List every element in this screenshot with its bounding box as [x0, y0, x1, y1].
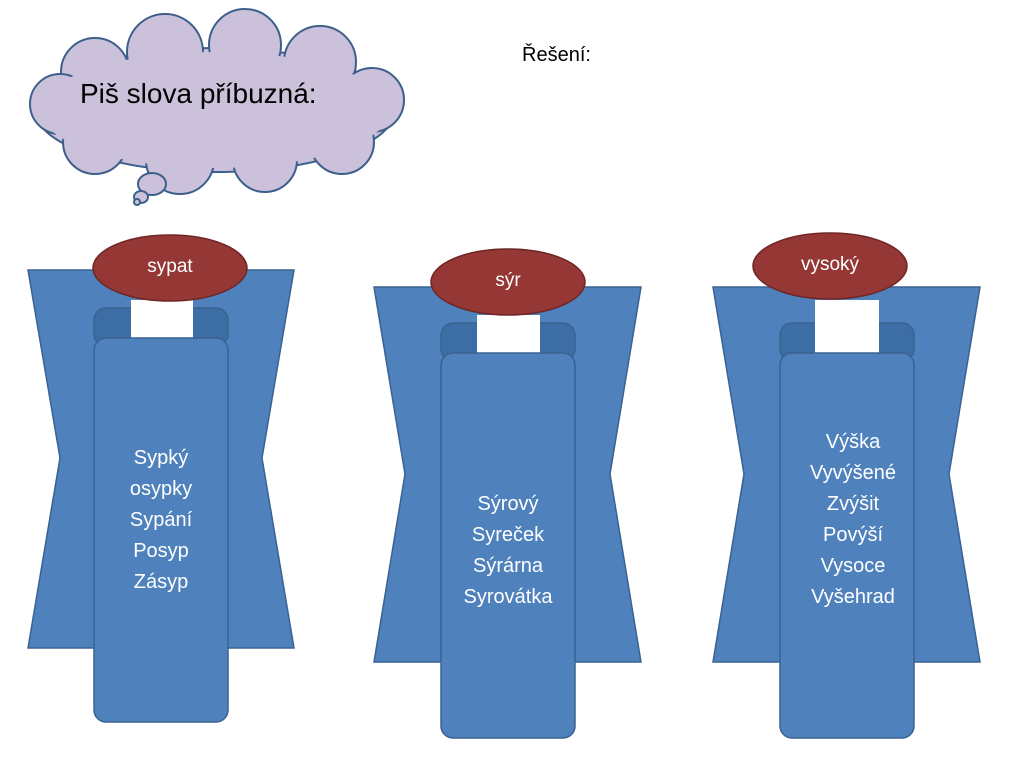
cloud-bubble-small — [133, 198, 141, 206]
group-2-oval — [430, 248, 586, 316]
group-3-column — [779, 352, 915, 739]
group-1-shape — [27, 234, 295, 723]
thought-cloud — [29, 8, 405, 206]
related-word: Vyšehrad — [811, 586, 895, 608]
cloud-fill-overlay — [40, 52, 390, 168]
related-word: Vysoce — [820, 555, 886, 577]
group-1-word: sypat — [147, 256, 193, 277]
related-word: Vyvýšené — [810, 462, 896, 484]
group-2-column — [440, 352, 576, 739]
related-word: Sypání — [129, 509, 193, 531]
related-word: Syrovátka — [463, 586, 553, 608]
cloud-title: Piš slova příbuzná: — [80, 78, 317, 109]
related-word: Výška — [825, 431, 881, 453]
related-word: Povýší — [822, 524, 884, 546]
group-1-oval — [92, 234, 248, 302]
related-word: Sypký — [133, 447, 189, 469]
cloud-bubble-large — [137, 172, 167, 196]
related-word: Zásyp — [133, 571, 189, 593]
group-1-column — [93, 337, 229, 723]
group-1-related-list: Sypký osypky Sypání Posyp Zásyp — [91, 443, 231, 598]
related-word: osypky — [129, 478, 193, 500]
group-3-word: vysoký — [800, 254, 860, 275]
related-word: Sýrárna — [472, 555, 544, 577]
related-word: Zvýšit — [826, 493, 880, 515]
group-3-related-list: Výška Vyvýšené Zvýšit Povýší Vysoce Vyše… — [783, 427, 923, 613]
related-word: Posyp — [133, 540, 189, 562]
group-2-related-list: Sýrový Syreček Sýrárna Syrovátka — [438, 489, 578, 613]
group-3-shape — [712, 232, 981, 739]
group-3-tab-window — [815, 300, 879, 360]
group-2-word: sýr — [495, 270, 521, 291]
group-2-shape — [373, 248, 642, 739]
solution-label: Řešení: — [522, 44, 591, 66]
related-word: Syreček — [471, 524, 545, 546]
group-3-oval — [752, 232, 908, 300]
related-word: Sýrový — [477, 493, 539, 515]
